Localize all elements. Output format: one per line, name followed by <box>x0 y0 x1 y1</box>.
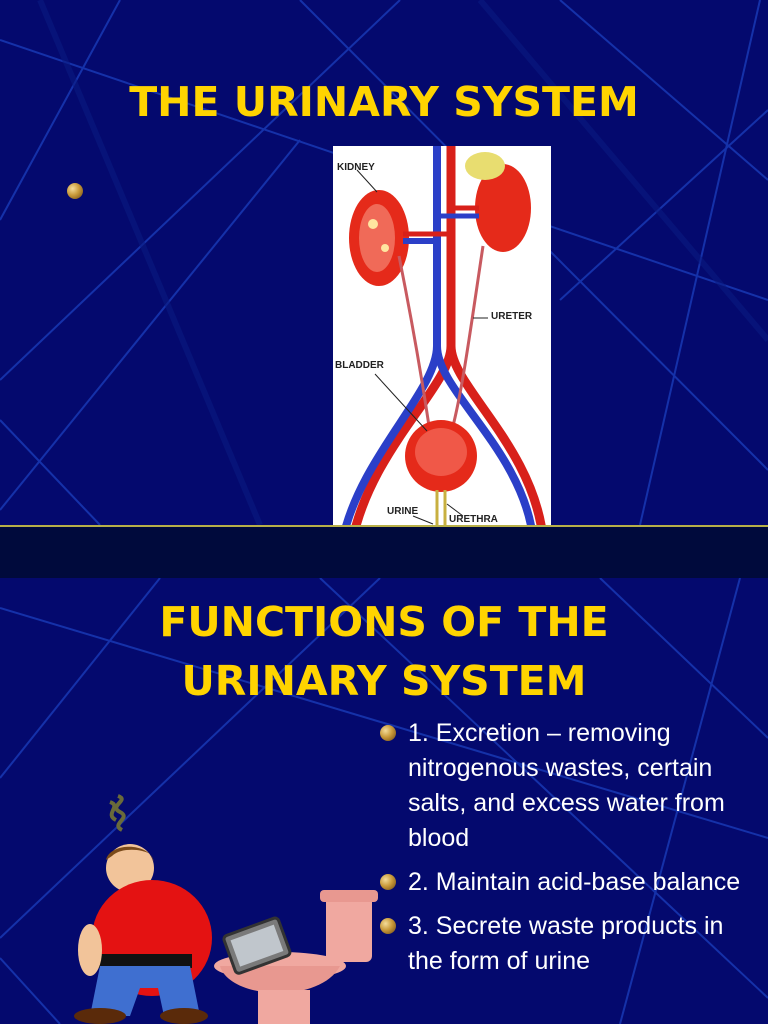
list-item: 3. Secrete waste products in the form of… <box>378 909 758 979</box>
label-kidney: KIDNEY <box>337 162 375 173</box>
bronze-bullet-icon <box>380 725 396 741</box>
urinary-anatomy-illustration <box>342 146 546 525</box>
slide-title: THE URINARY SYSTEM <box>129 78 639 126</box>
stink-cloud-icon <box>109 794 126 832</box>
list-item-text: 1. Excretion – removing nitrogenous wast… <box>408 719 725 852</box>
label-urethra: URETHRA <box>449 514 498 525</box>
label-bladder: BLADDER <box>335 360 384 371</box>
man-cartoon <box>74 844 212 1024</box>
bathroom-cartoon <box>74 794 378 1024</box>
background-lines <box>0 0 768 525</box>
label-ureter: URETER <box>491 311 533 322</box>
list-item-text: 2. Maintain acid-base balance <box>408 868 741 896</box>
slide-2-title-line-1: FUNCTIONS OF THE <box>159 598 609 646</box>
slide-2-title-line-2: URINARY SYSTEM <box>181 657 587 705</box>
functions-list: 1. Excretion – removing nitrogenous wast… <box>378 716 758 988</box>
bronze-bullet-icon <box>67 183 83 199</box>
bronze-bullet-icon <box>380 874 396 890</box>
toilet-icon <box>214 890 378 1024</box>
slide-divider <box>0 525 768 578</box>
background-lines <box>0 578 768 1024</box>
list-item: 1. Excretion – removing nitrogenous wast… <box>378 716 758 856</box>
bronze-bullet-icon <box>380 918 396 934</box>
label-urine: URINE <box>387 506 419 517</box>
urinary-system-diagram: KIDNEY URETER BLADDER URINE URETHRA <box>333 146 551 525</box>
slide-1: THE URINARY SYSTEM <box>0 0 768 525</box>
list-item: 2. Maintain acid-base balance <box>378 865 758 900</box>
list-item-text: 3. Secrete waste products in the form of… <box>408 912 724 975</box>
